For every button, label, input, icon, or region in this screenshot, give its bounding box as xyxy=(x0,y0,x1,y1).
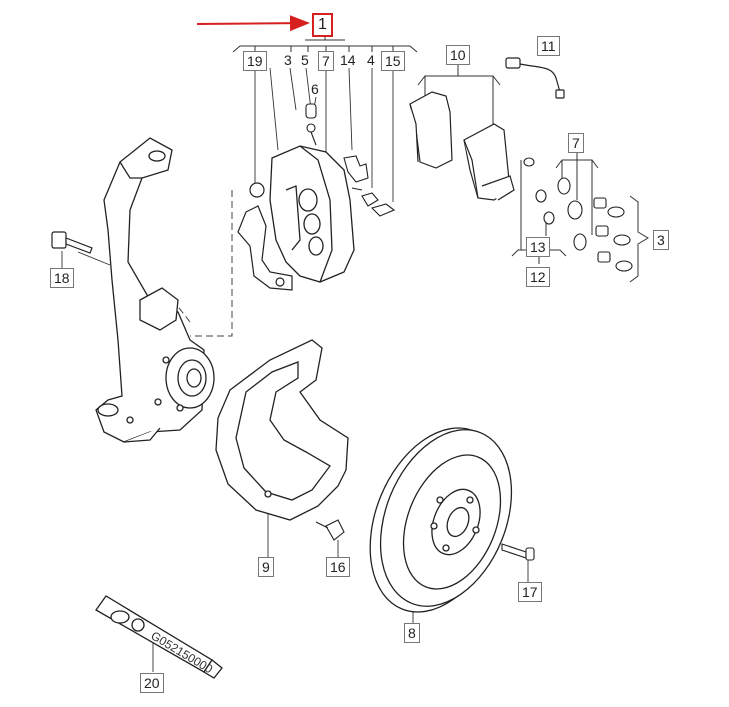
callout-3-right: 3 xyxy=(653,230,669,250)
callout-8: 8 xyxy=(404,623,420,643)
spring-clip-14 xyxy=(343,155,369,191)
callout-6: 6 xyxy=(311,81,319,97)
guide-bolts xyxy=(361,192,396,217)
callout-5: 5 xyxy=(301,52,309,68)
callout-16: 16 xyxy=(326,557,350,577)
callout-7-top: 7 xyxy=(318,51,334,71)
grease-tube xyxy=(95,595,223,679)
bracket-group-3 xyxy=(629,195,649,283)
callout-12: 12 xyxy=(526,267,550,287)
bolt-18 xyxy=(51,231,93,254)
caliper-carrier-19 xyxy=(237,182,293,291)
tube-label-text: G052150000 xyxy=(148,629,215,677)
dust-shield xyxy=(215,339,349,521)
wear-sensor xyxy=(505,57,565,99)
screw-17 xyxy=(501,543,535,561)
callout-9: 9 xyxy=(258,557,274,577)
bracket-group-7 xyxy=(555,152,599,235)
callout-3-top: 3 xyxy=(284,52,292,68)
callout-4: 4 xyxy=(367,52,375,68)
callout-19: 19 xyxy=(243,51,267,71)
callout-7-right: 7 xyxy=(568,133,584,153)
callout-20: 20 xyxy=(140,673,164,693)
leader-lines xyxy=(61,67,529,672)
callout-11: 11 xyxy=(537,36,560,56)
callout-13: 13 xyxy=(526,237,550,257)
brake-disc xyxy=(369,427,513,613)
callout-10: 10 xyxy=(446,45,470,65)
callout-1: 1 xyxy=(312,13,333,37)
steering-knuckle xyxy=(95,137,215,443)
callout-17: 17 xyxy=(518,582,542,602)
bleed-screw xyxy=(305,103,317,146)
callout-15: 15 xyxy=(381,51,405,71)
callout-18: 18 xyxy=(50,268,74,288)
caliper-seals xyxy=(523,157,587,251)
brake-pads xyxy=(409,91,515,201)
bracket-group-1 xyxy=(232,35,418,53)
brake-caliper xyxy=(269,145,355,283)
pointer-arrow xyxy=(196,15,310,32)
bolts-3 xyxy=(593,197,633,272)
callout-14: 14 xyxy=(340,52,356,68)
screw-16 xyxy=(315,519,345,541)
